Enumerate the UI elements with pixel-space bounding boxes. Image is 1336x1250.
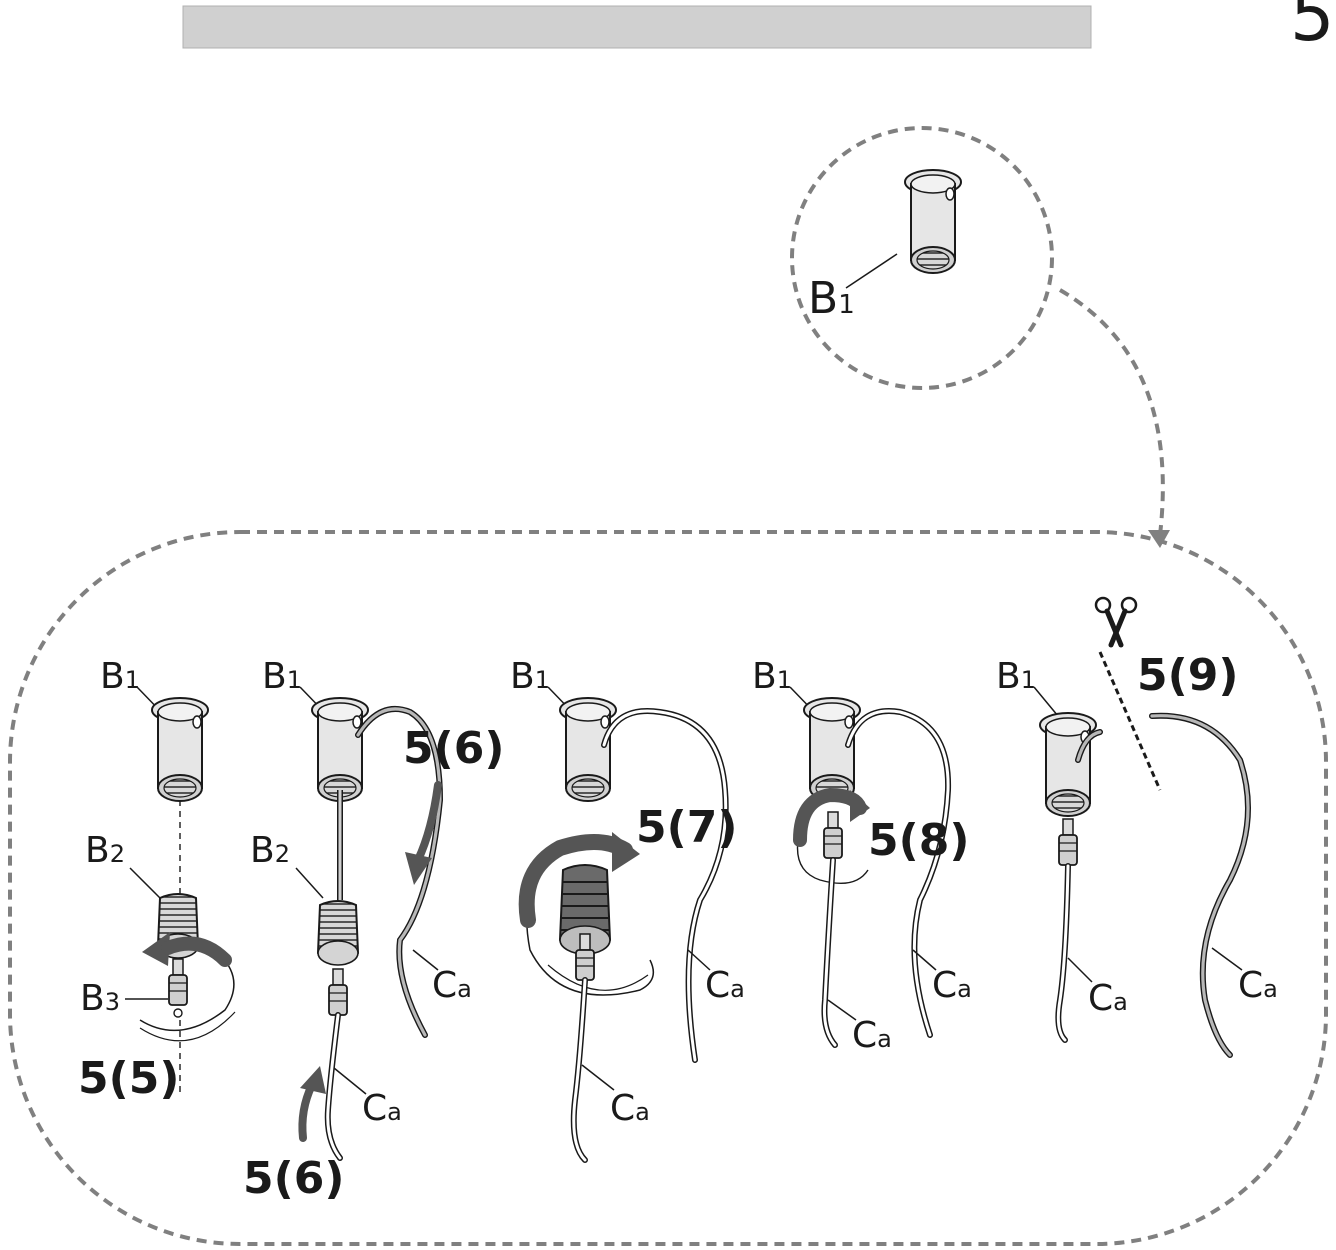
step-label-5-8: 5(8) [868, 815, 969, 866]
rotate-arrowhead [142, 932, 170, 966]
label-b1: B1 [996, 656, 1036, 697]
step-5-6: B1 B2 Ca Ca 5(6) 5(6) [243, 656, 504, 1204]
label-ca: Ca [432, 965, 472, 1006]
cut-line [1098, 651, 1162, 791]
detail-callout: B1 [790, 126, 1054, 390]
label-ca-2: Ca [1238, 965, 1278, 1006]
steps-panel [8, 530, 1328, 1246]
direction-arrow-up-icon [298, 1081, 316, 1142]
label-ca: Ca [1088, 978, 1128, 1019]
label-b2: B2 [85, 830, 125, 871]
step-5-9: B1 Ca Ca 5(9) [996, 596, 1278, 1058]
label-ca: Ca [932, 965, 972, 1006]
scissors-icon [1094, 596, 1138, 648]
page-number: 5 [1290, 0, 1335, 57]
step-5-5: B1 B2 B3 5(5) [78, 656, 236, 1104]
step-label-5-6-top: 5(6) [403, 723, 504, 774]
step-5-7: B1 Ca Ca 5(7) [510, 656, 745, 1163]
step-label-5-6-bottom: 5(6) [243, 1153, 344, 1204]
label-ca-2: Ca [610, 1088, 650, 1129]
label-b1: B1 [100, 656, 140, 697]
step-5-8: B1 Ca Ca 5(8) [752, 656, 972, 1056]
label-b1: B1 [262, 656, 302, 697]
direction-arrow-icon [414, 781, 442, 864]
detail-label-b1: B1 [808, 273, 855, 324]
step-label-5-7: 5(7) [636, 802, 737, 853]
label-b2: B2 [250, 830, 290, 871]
rotate-arrow-icon [518, 833, 633, 928]
label-ca-2: Ca [852, 1015, 892, 1056]
step-label-5-9: 5(9) [1137, 650, 1238, 701]
label-b1: B1 [752, 656, 792, 697]
callout-connector [1058, 288, 1165, 536]
label-b3: B3 [80, 978, 120, 1019]
label-ca: Ca [705, 965, 745, 1006]
label-b1: B1 [510, 656, 550, 697]
step-label-5-5: 5(5) [78, 1053, 179, 1104]
header-bar [182, 5, 1092, 49]
label-ca-2: Ca [362, 1088, 402, 1129]
